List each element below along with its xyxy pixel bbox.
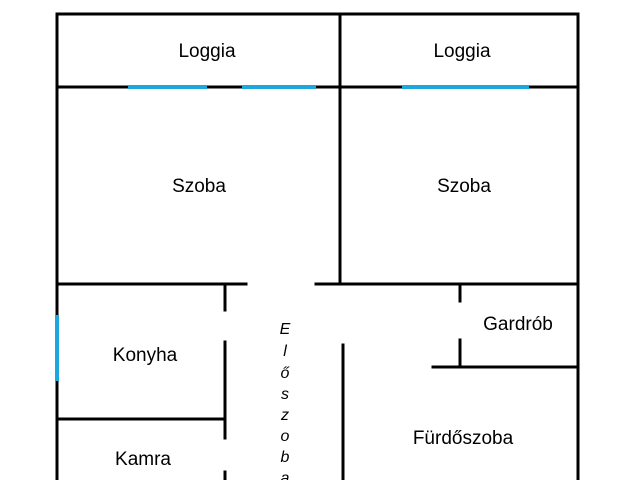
windows [55, 85, 529, 381]
label-konyha: Konyha [113, 345, 178, 366]
hallway-letter: o [281, 428, 290, 445]
label-kamra: Kamra [115, 449, 171, 470]
label-furdoszoba: Fürdőszoba [413, 428, 514, 449]
hallway-letter: E [280, 321, 291, 338]
hallway-letter: s [281, 386, 289, 403]
label-loggia-right: Loggia [433, 41, 490, 62]
hallway-letter: l [283, 343, 287, 360]
hallway-letter: ő [281, 365, 291, 382]
walls [55, 12, 580, 480]
room-labels: Loggia Loggia Szoba Szoba Konyha Kamra G… [113, 41, 553, 470]
label-szoba-left: Szoba [172, 176, 226, 197]
label-szoba-right: Szoba [437, 176, 491, 197]
hallway-letter: a [281, 470, 290, 480]
label-loggia-left: Loggia [178, 41, 235, 62]
hallway-label: E l ő s z o b a [280, 321, 291, 480]
hallway-letter: b [281, 449, 290, 466]
hallway-letter: z [280, 407, 289, 424]
label-gardrob: Gardrób [483, 314, 553, 335]
